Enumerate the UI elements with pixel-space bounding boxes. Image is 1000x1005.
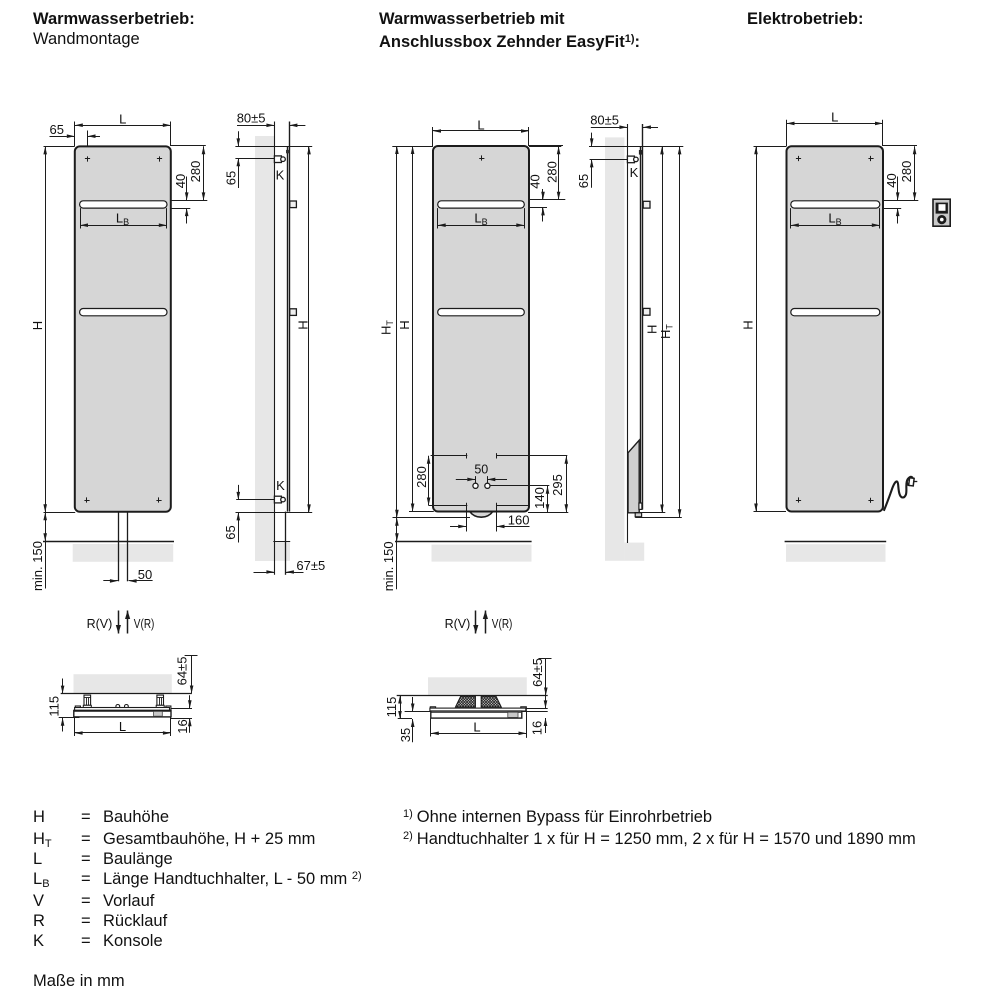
- svg-text:L: L: [119, 112, 126, 127]
- svg-text:Wandmontage: Wandmontage: [33, 30, 140, 48]
- svg-text:Warmwasserbetrieb:: Warmwasserbetrieb:: [33, 10, 195, 28]
- svg-text:80±5: 80±5: [237, 110, 266, 125]
- svg-text:50: 50: [474, 463, 488, 477]
- svg-text:H: H: [33, 808, 45, 826]
- svg-text:67±5: 67±5: [296, 558, 325, 573]
- svg-text:Anschlussbox Zehnder EasyFit1): Anschlussbox Zehnder EasyFit1):: [379, 33, 640, 51]
- svg-text:=: =: [81, 932, 91, 950]
- svg-text:16: 16: [175, 719, 190, 733]
- svg-text:min. 150: min. 150: [381, 541, 396, 591]
- svg-text:K: K: [33, 932, 44, 950]
- svg-text:1)Ohne internen Bypass für Ein: 1)Ohne internen Bypass für Einrohrbetrie…: [403, 808, 712, 826]
- svg-text:V(R): V(R): [134, 616, 155, 631]
- svg-text:=: =: [81, 912, 91, 930]
- svg-text:=: =: [81, 850, 91, 868]
- svg-text:280: 280: [545, 161, 560, 183]
- svg-text:115: 115: [384, 697, 399, 718]
- svg-text:160: 160: [508, 512, 530, 527]
- svg-text:L: L: [119, 719, 126, 734]
- svg-text:280: 280: [188, 161, 203, 183]
- svg-text:H: H: [397, 320, 412, 329]
- svg-text:40: 40: [528, 174, 543, 188]
- svg-text:Maße in mm: Maße in mm: [33, 972, 125, 990]
- svg-text:=: =: [81, 830, 91, 848]
- svg-text:H: H: [30, 321, 45, 330]
- svg-text:16: 16: [530, 721, 545, 735]
- svg-text:64±5: 64±5: [175, 657, 190, 686]
- svg-text:65: 65: [224, 171, 239, 185]
- svg-text:=: =: [81, 892, 91, 910]
- svg-text:295: 295: [550, 474, 565, 496]
- svg-text:Vorlauf: Vorlauf: [103, 892, 155, 910]
- svg-text:65: 65: [576, 174, 591, 188]
- svg-text:Gesamtbauhöhe, H + 25 mm: Gesamtbauhöhe, H + 25 mm: [103, 830, 315, 848]
- svg-text:Länge Handtuchhalter, L - 50 m: Länge Handtuchhalter, L - 50 mm 2): [103, 870, 362, 888]
- svg-text:K: K: [276, 167, 285, 182]
- svg-text:Warmwasserbetrieb mit: Warmwasserbetrieb mit: [379, 10, 565, 28]
- svg-text:L: L: [831, 110, 838, 125]
- svg-text:Baulänge: Baulänge: [103, 850, 173, 868]
- svg-text:V: V: [33, 892, 44, 910]
- svg-text:115: 115: [47, 696, 62, 717]
- svg-text:35: 35: [398, 728, 413, 742]
- svg-text:280: 280: [899, 161, 914, 183]
- svg-text:40: 40: [173, 174, 188, 188]
- svg-text:L: L: [477, 117, 484, 132]
- svg-text:140: 140: [532, 487, 547, 509]
- svg-text:Rücklauf: Rücklauf: [103, 912, 168, 930]
- svg-text:L: L: [473, 719, 480, 734]
- svg-text:H: H: [741, 320, 756, 329]
- svg-text:280: 280: [414, 466, 429, 488]
- svg-text:Elektrobetrieb:: Elektrobetrieb:: [747, 10, 863, 28]
- svg-text:min. 150: min. 150: [30, 541, 45, 591]
- svg-text:K: K: [276, 478, 285, 493]
- svg-text:R(V): R(V): [445, 617, 471, 631]
- svg-text:=: =: [81, 808, 91, 826]
- svg-text:H: H: [296, 320, 311, 329]
- svg-text:Konsole: Konsole: [103, 932, 163, 950]
- svg-text:R(V): R(V): [87, 617, 113, 631]
- svg-text:80±5: 80±5: [590, 112, 619, 127]
- svg-text:2)Handtuchhalter 1 x für H = 1: 2)Handtuchhalter 1 x für H = 1250 mm, 2 …: [403, 830, 916, 848]
- svg-text:40: 40: [884, 173, 899, 187]
- svg-text:65: 65: [223, 525, 238, 539]
- svg-text:L: L: [33, 850, 42, 868]
- svg-text:K: K: [630, 165, 639, 180]
- svg-text:64±5: 64±5: [530, 658, 545, 687]
- svg-text:65: 65: [50, 122, 64, 137]
- svg-text:=: =: [81, 870, 91, 888]
- svg-text:Bauhöhe: Bauhöhe: [103, 808, 169, 826]
- svg-text:R: R: [33, 912, 45, 930]
- svg-text:H: H: [644, 325, 659, 334]
- svg-text:V(R): V(R): [492, 616, 513, 631]
- svg-text:50: 50: [138, 567, 152, 582]
